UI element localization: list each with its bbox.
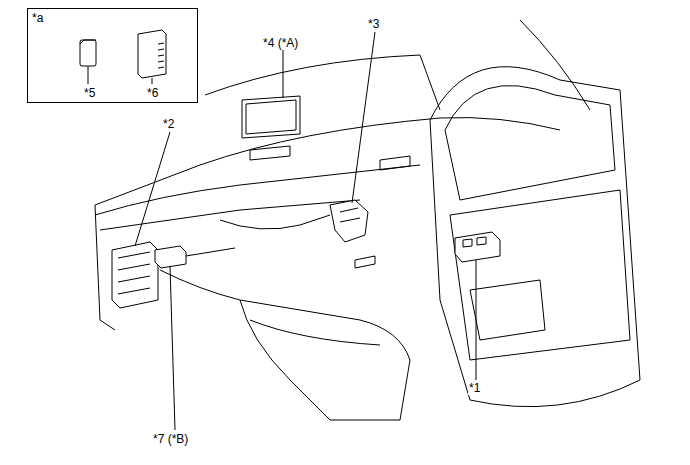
callout-number: *7 (*B)	[152, 432, 189, 446]
callout-number: *3	[367, 17, 380, 31]
callout-number: *2	[162, 117, 175, 131]
callout-number: *6	[146, 86, 159, 100]
callout-number: *1	[468, 381, 481, 395]
inset-frame: *a *5 *6	[27, 8, 198, 103]
inset-letter: *a	[31, 11, 44, 25]
callout-number: *4 (*A)	[262, 36, 299, 50]
callout-number: *5	[83, 86, 96, 100]
